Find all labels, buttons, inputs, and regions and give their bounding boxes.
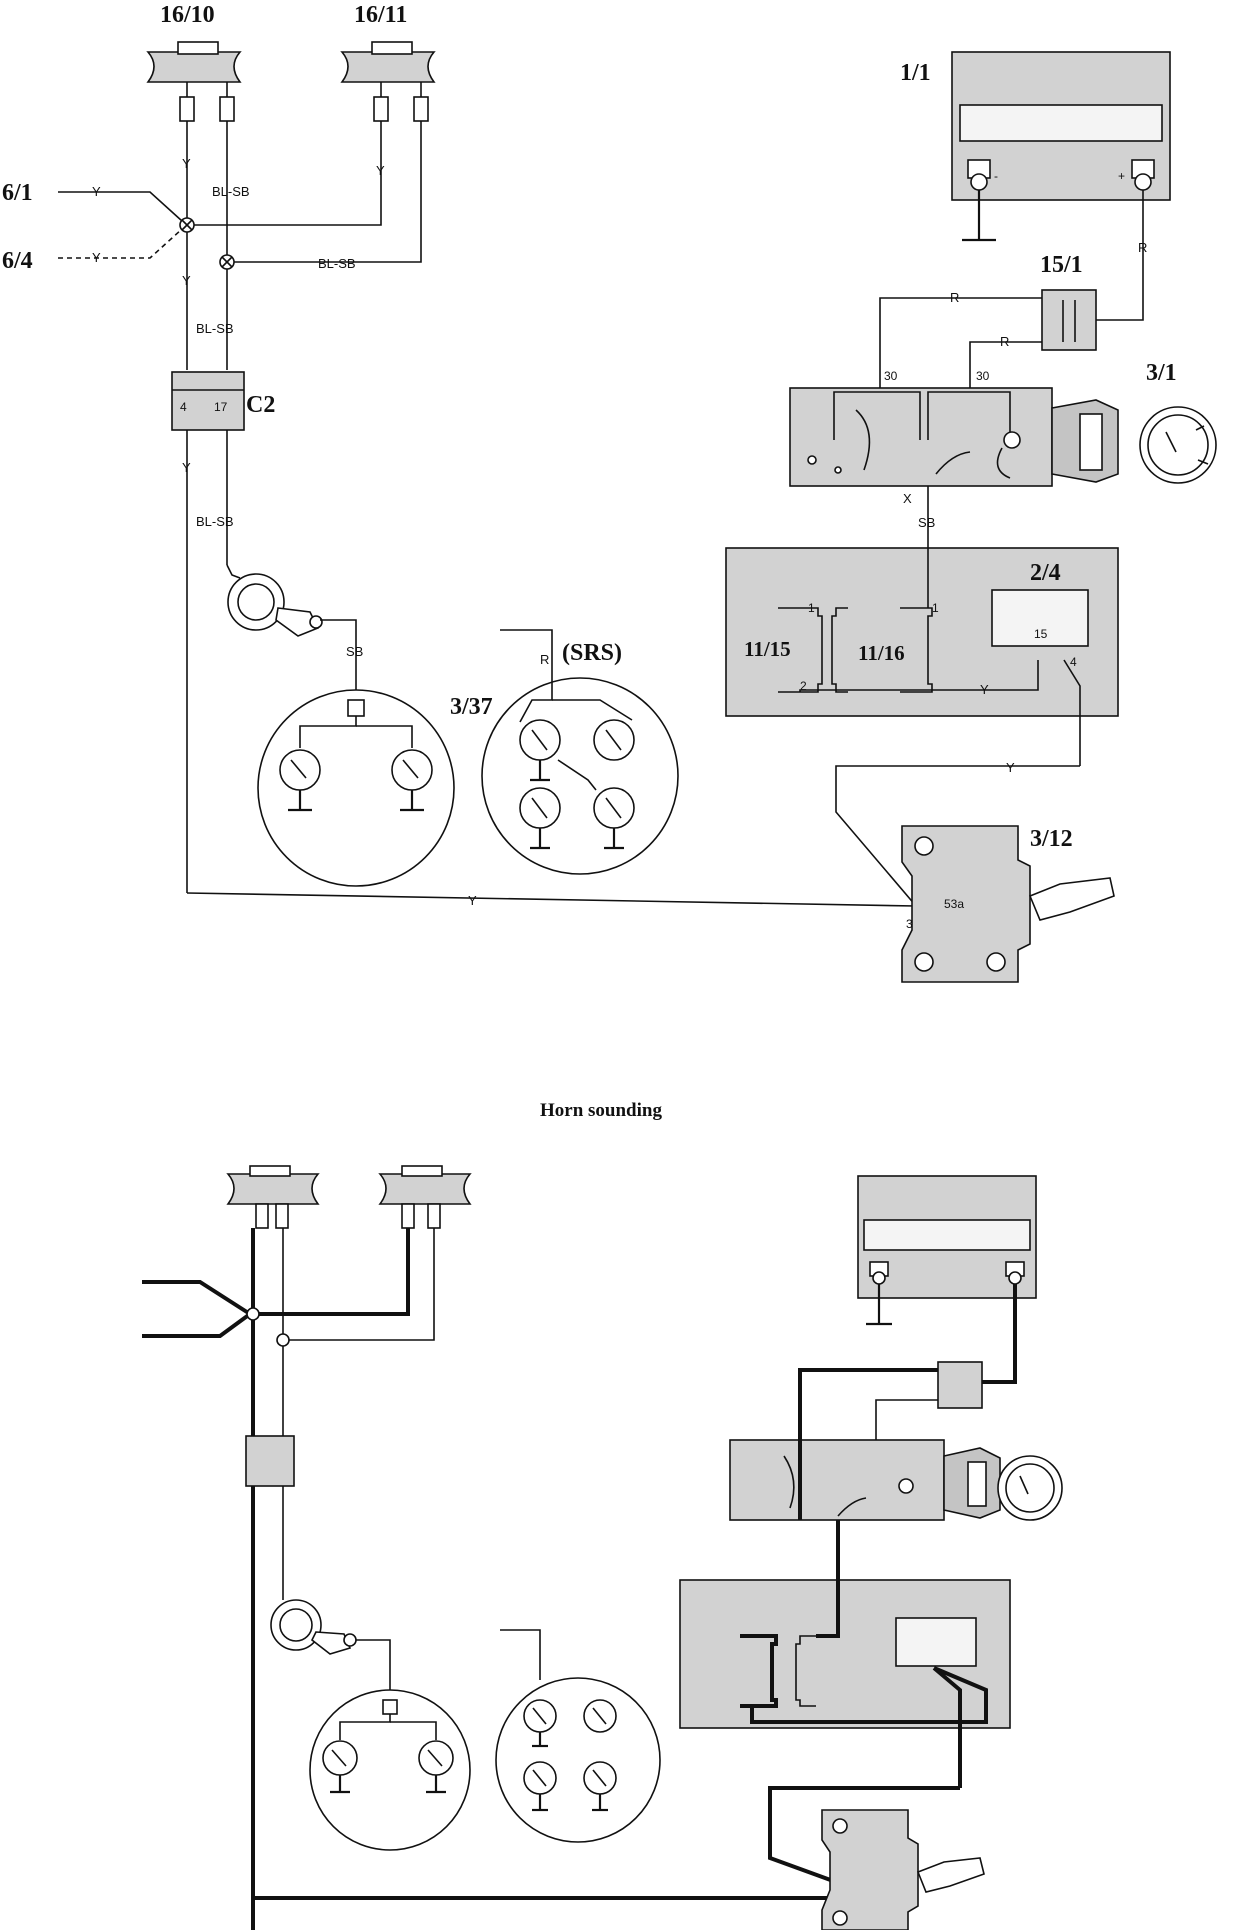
connector-c2 (171, 371, 245, 431)
wire-label-blsb-4: BL-SB (196, 514, 234, 529)
wire-label-sb-1: SB (346, 644, 363, 659)
switch-pin-53a: 53a (944, 897, 964, 911)
ignition-switch-block (789, 387, 1119, 548)
fuse-bottom (798, 1361, 983, 1440)
label-1-1: 1/1 (900, 60, 931, 86)
srs-contact-3-37 (481, 629, 679, 875)
wire-label-x: X (903, 491, 912, 506)
wire-y-to-switch (186, 892, 917, 907)
relay-a-pin-1: 1 (808, 601, 815, 615)
battery-plus: + (1118, 169, 1125, 183)
wire-label-y-6: Y (980, 682, 989, 697)
wire-relay-to-switch-bottom (768, 1786, 960, 1884)
relay-box-bottom (679, 1579, 1011, 1788)
wire-label-r-3: R (1000, 334, 1009, 349)
wire-label-y-7: Y (1006, 760, 1015, 775)
c2-pin-17: 17 (214, 400, 228, 414)
ign-pin-30-a: 30 (884, 369, 898, 383)
ignition-key-3-1 (1139, 406, 1217, 484)
wire-label-blsb-2: BL-SB (318, 256, 356, 271)
horn-right-bottom (378, 1165, 472, 1229)
label-16-10: 16/10 (160, 2, 215, 28)
relay-a-pin-2: 2 (800, 679, 807, 693)
horn-16-10 (146, 41, 242, 122)
horn-button-pad (257, 689, 455, 887)
relay-box-pin-4: 4 (1070, 655, 1077, 669)
contact-reel (226, 564, 357, 700)
section-title: Horn sounding (540, 1100, 662, 1121)
battery-1-1 (951, 51, 1171, 310)
wire-label-r-1: R (1138, 240, 1147, 255)
horn-switch-3-12 (901, 825, 1115, 983)
wire-label-y-1: Y (182, 156, 191, 171)
label-c2: C2 (246, 392, 275, 418)
srs-contact-bottom (495, 1629, 661, 1843)
wire-label-y-5: Y (468, 893, 477, 908)
label-11-15: 11/15 (744, 637, 791, 661)
label-6-1: 6/1 (2, 180, 33, 206)
ignition-switch-bottom (729, 1439, 1001, 1580)
label-16-11: 16/11 (354, 2, 407, 28)
horn-left-bottom (226, 1165, 320, 1229)
ign-pin-30-b: 30 (976, 369, 990, 383)
wire-label-blsb-1: BL-SB (212, 184, 250, 199)
wire-label-y-64: Y (92, 250, 101, 265)
label-srs: (SRS) (562, 640, 622, 666)
battery-bottom (857, 1175, 1037, 1384)
wire-label-r-srs: R (540, 652, 549, 667)
label-3-37: 3/37 (450, 694, 493, 720)
relay-b-pin-1: 1 (932, 601, 939, 615)
wire-label-y-61: Y (92, 184, 101, 199)
horn-16-11 (340, 41, 436, 122)
wire-blsb-horn-right (227, 121, 422, 263)
wire-label-blsb-3: BL-SB (196, 321, 234, 336)
relay-box-pin-15: 15 (1034, 627, 1048, 641)
label-6-4: 6/4 (2, 248, 33, 274)
wire-label-sb-2: SB (918, 515, 935, 530)
wire-label-y-4: Y (182, 460, 191, 475)
label-3-12: 3/12 (1030, 826, 1073, 852)
wire-label-r-2: R (950, 290, 959, 305)
fuse-15-1 (879, 289, 1144, 388)
battery-minus: - (994, 169, 998, 183)
wire-y-relay-to-switch (835, 765, 1080, 907)
connector-bottom (245, 1435, 295, 1487)
horn-switch-bottom (821, 1809, 985, 1930)
label-3-1: 3/1 (1146, 360, 1177, 386)
label-15-1: 15/1 (1040, 252, 1083, 278)
wire-y-horn-right (187, 121, 382, 226)
wire-label-y-2: Y (376, 163, 385, 178)
ignition-key-bottom (997, 1455, 1063, 1521)
horn-button-pad-bottom (309, 1689, 471, 1851)
contact-reel-bottom (270, 1599, 391, 1700)
switch-pin-3: 3 (906, 917, 913, 931)
wire-label-y-3: Y (182, 273, 191, 288)
label-2-4: 2/4 (1030, 560, 1061, 586)
label-11-16: 11/16 (858, 641, 905, 665)
c2-pin-4: 4 (180, 400, 187, 414)
relay-box-2-4 (725, 547, 1119, 766)
